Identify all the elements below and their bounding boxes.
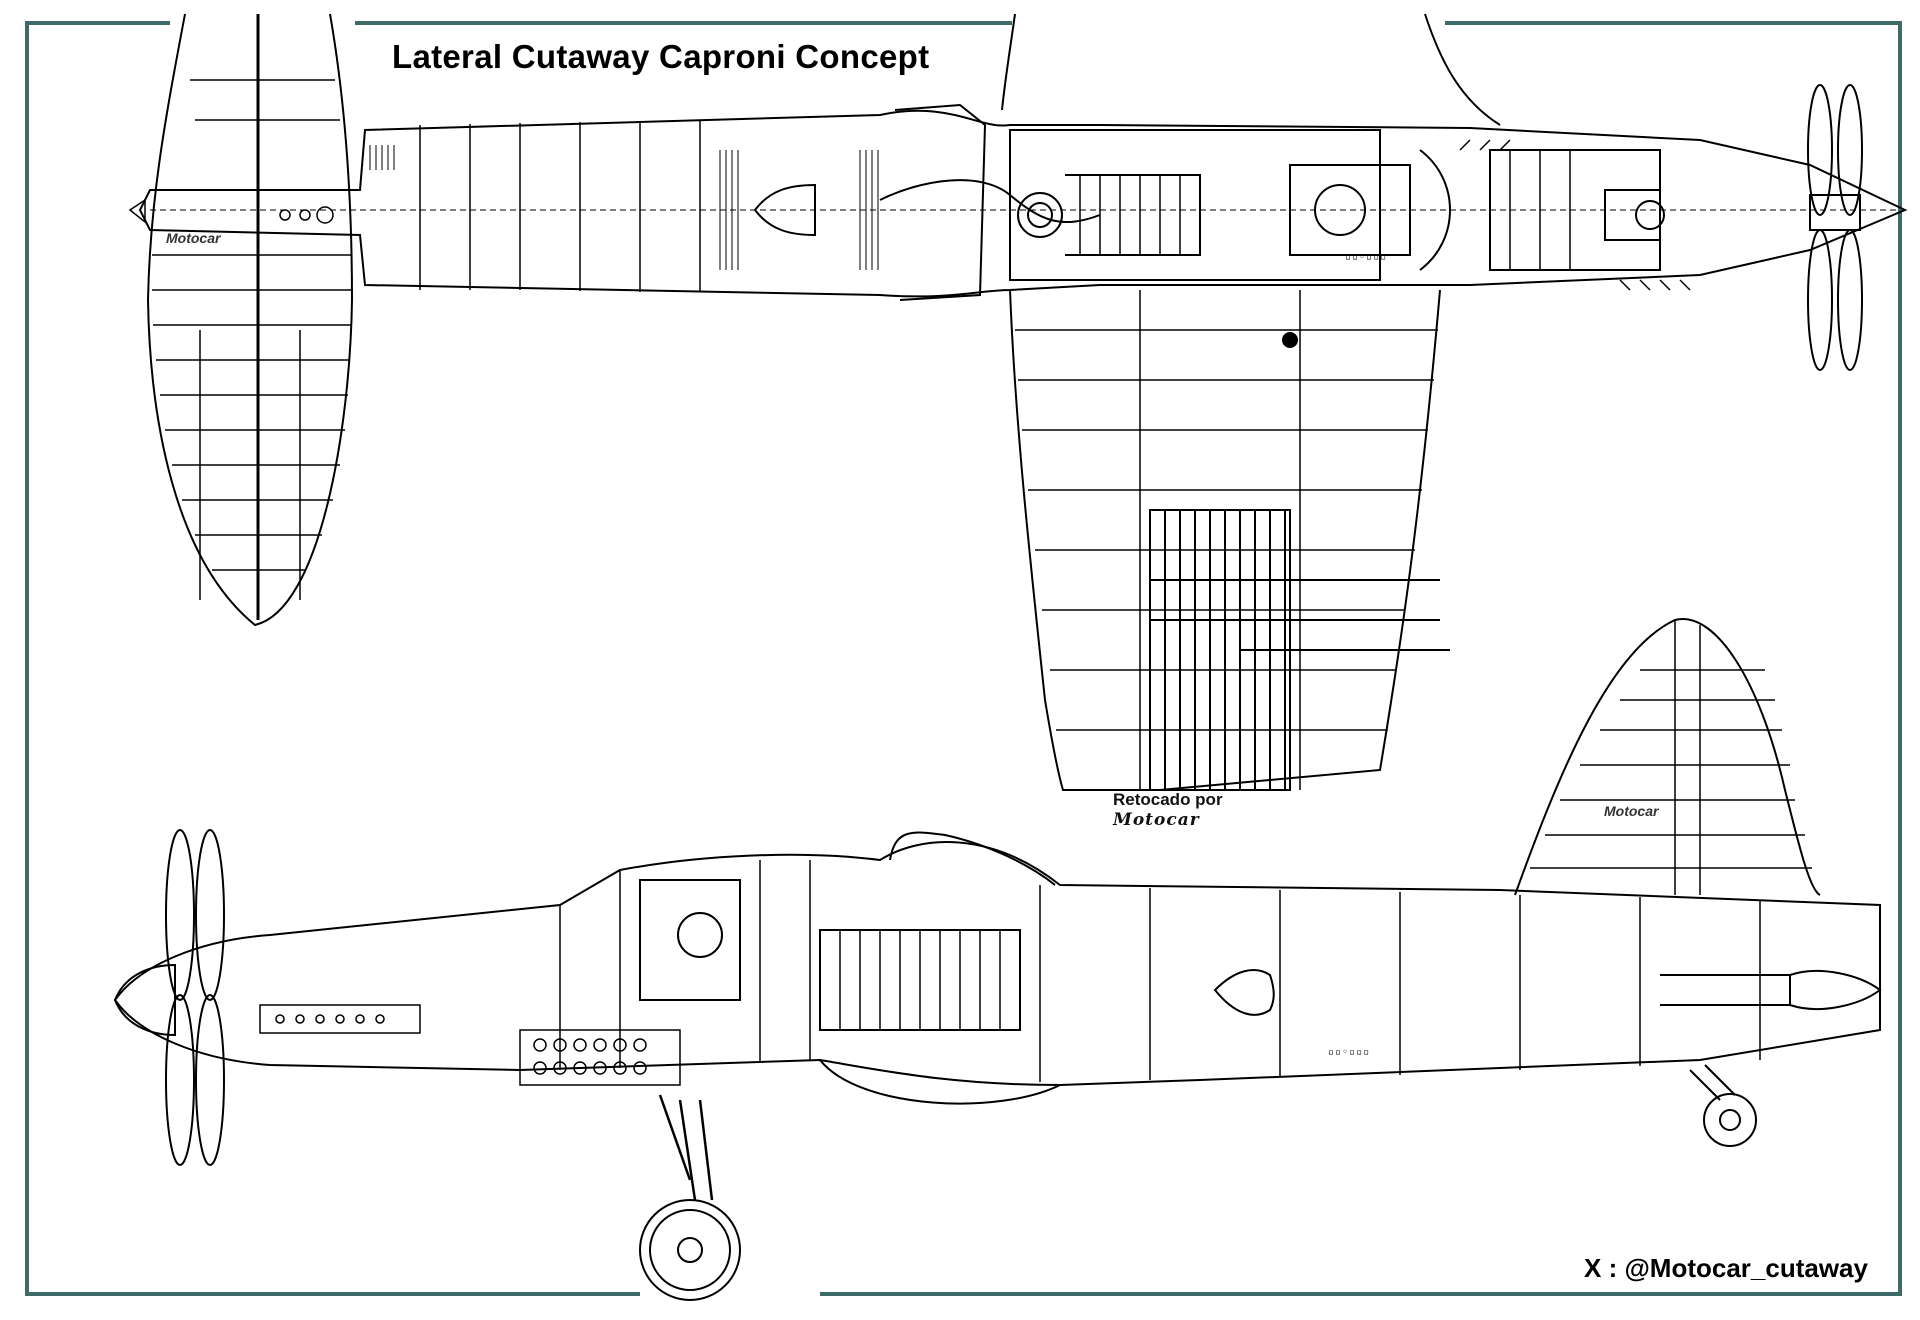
top-view xyxy=(128,13,1908,791)
watermark-tail: Motocar xyxy=(166,230,221,246)
frame-border xyxy=(25,21,1902,1296)
social-handle: X : @Motocar_cutaway xyxy=(1580,1253,1872,1284)
watermark-fin: Motocar xyxy=(1604,803,1659,819)
fuselage-marking-side: ▫▫◦▫▫▫ xyxy=(1328,1047,1371,1058)
retouched-label: Retocado por xyxy=(1113,790,1223,809)
retouched-signature: Motocar xyxy=(1113,810,1200,830)
fuselage-marking-top: ▫▫◦▫▫▫ xyxy=(1345,252,1388,263)
side-view xyxy=(113,618,1882,1301)
diagram-title: Lateral Cutaway Caproni Concept xyxy=(388,38,934,76)
